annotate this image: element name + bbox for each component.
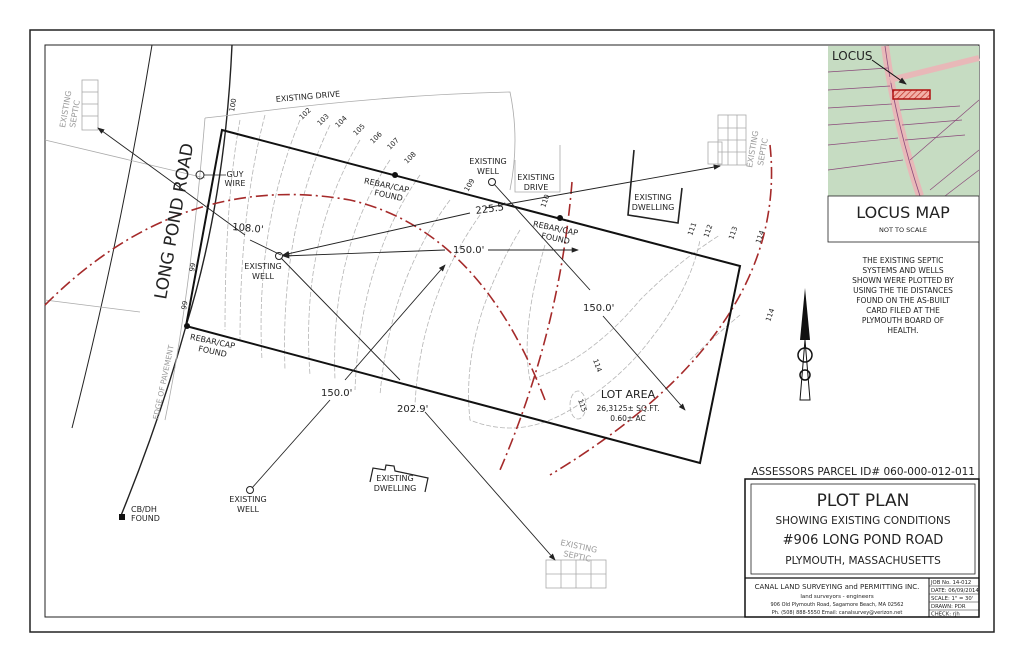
dwelling-top	[627, 149, 683, 224]
north-arrow-icon	[797, 288, 813, 401]
dwelling-label: EXISTING	[376, 474, 413, 483]
septic-right	[707, 114, 747, 166]
well-label: EXISTING	[244, 262, 281, 271]
well-label: EXISTING	[469, 157, 506, 166]
well-label: EXISTING	[229, 495, 266, 504]
contour-label: 107	[386, 136, 401, 151]
dimension-label: 202.9'	[397, 404, 428, 415]
road-name: LONG POND ROAD	[151, 142, 198, 301]
plan-town: PLYMOUTH, MASSACHUSETTS	[785, 555, 941, 567]
existing-drive-label: DRIVE	[524, 183, 549, 192]
note-line: HEALTH.	[887, 326, 918, 335]
note-line: THE EXISTING SEPTIC	[862, 256, 944, 265]
contour-label: 105	[352, 122, 367, 137]
company-address: 906 Old Plymouth Road, Sagamore Beach, M…	[770, 602, 903, 608]
lot-boundary	[184, 128, 742, 465]
job-number: JOB No. 14-012	[930, 580, 971, 586]
note-line: SYSTEMS AND WELLS	[862, 266, 943, 275]
contour-label: 109	[463, 177, 477, 193]
note-line: CARD FILED AT THE	[866, 306, 940, 315]
note-line: USING THE TIE DISTANCES	[853, 286, 953, 295]
well-label: WELL	[237, 505, 259, 514]
outer-border	[29, 29, 995, 633]
plan-scale: SCALE: 1" = 30'	[931, 596, 973, 602]
plan-address: #906 LONG POND ROAD	[783, 533, 944, 548]
rebar-marker	[557, 215, 563, 221]
contour-label: 100	[228, 98, 238, 113]
title-block: PLOT PLAN SHOWING EXISTING CONDITIONS #9…	[744, 478, 980, 618]
contour-label: 111	[686, 221, 698, 236]
contour-label: 103	[316, 112, 331, 127]
contour-label: 108	[403, 150, 418, 165]
dwelling-bottom	[369, 464, 429, 493]
note-line: PLYMOUTH BOARD OF	[862, 316, 944, 325]
existing-drive-label: EXISTING	[517, 173, 554, 182]
contour-label: 110	[539, 193, 551, 208]
septic-bottom	[545, 559, 607, 589]
contour-label: 114	[764, 307, 776, 323]
contour-label: 106	[369, 130, 384, 145]
plan-subtitle: SHOWING EXISTING CONDITIONS	[776, 515, 951, 527]
contour-label: 115	[576, 398, 588, 413]
checked-by: CHECK: rjh	[931, 612, 960, 618]
cbdh-label: CB/DH	[131, 505, 157, 514]
inner-border	[44, 44, 980, 618]
note-line: SHOWN WERE PLOTTED BY	[852, 276, 954, 285]
rebar-marker	[184, 323, 190, 329]
cbdh-label: FOUND	[131, 514, 160, 523]
dimension-label: 150.0'	[583, 303, 614, 314]
plan-date: DATE: 06/09/2014	[931, 588, 979, 594]
lot-area-title: LOT AREA	[601, 388, 656, 401]
well-label: WELL	[477, 167, 499, 176]
contour-label: 99	[188, 262, 197, 272]
contour-label: 114	[591, 358, 603, 374]
contour-label: 99	[180, 300, 189, 310]
well-icon	[488, 178, 496, 186]
guy-wire-label: GUY	[227, 170, 244, 179]
company-tagline: land surveyors - engineers	[800, 594, 874, 600]
dwelling-label: DWELLING	[374, 484, 417, 493]
locus-map-title: LOCUS MAP	[856, 203, 950, 222]
drawn-by: DRAWN: PDR	[931, 604, 966, 610]
company-contact: Ph. (508) 888-5550 Email: canalsurvey@ve…	[772, 610, 903, 616]
contour-label: 102	[298, 106, 313, 121]
existing-drive-label: EXISTING DRIVE	[275, 89, 340, 104]
well-icon	[246, 486, 254, 494]
cbdh-marker	[119, 514, 125, 520]
locus-pointer-label: LOCUS	[832, 49, 872, 63]
company-name: CANAL LAND SURVEYING and PERMITTING INC.	[755, 583, 920, 591]
lot-area-acres: 0.60± AC	[610, 414, 646, 423]
well-label: WELL	[252, 272, 274, 281]
dwelling-label: EXISTING	[634, 193, 671, 202]
dimension-label: 225.5'	[475, 202, 508, 217]
notes: THE EXISTING SEPTIC SYSTEMS AND WELLS SH…	[852, 256, 954, 335]
locus-map: LOCUS LOCUS MAP NOT TO SCALE	[827, 45, 980, 243]
contour-label: 104	[334, 114, 349, 129]
guy-wire-label: WIRE	[225, 179, 246, 188]
septic-left	[81, 79, 99, 131]
rebar-marker	[392, 172, 398, 178]
tie-lines	[97, 127, 721, 561]
dimension-label: 150.0'	[453, 245, 484, 256]
contour-label: 112	[702, 223, 714, 238]
parcel-id: ASSESSORS PARCEL ID# 060-000-012-011	[751, 466, 975, 478]
dimension-label: 150.0'	[321, 388, 352, 399]
locus-parcel-highlight	[892, 89, 931, 100]
contour-label: 113	[727, 225, 739, 240]
lot-area-sqft: 26,3125± SQ.FT.	[597, 404, 660, 413]
contour-label: 114	[754, 229, 766, 245]
note-line: FOUND ON THE AS-BUILT	[856, 296, 950, 305]
dimension-label: 108.0'	[232, 222, 264, 236]
dwelling-label: DWELLING	[632, 203, 675, 212]
locus-map-subtitle: NOT TO SCALE	[879, 226, 927, 234]
plan-title: PLOT PLAN	[817, 491, 910, 511]
